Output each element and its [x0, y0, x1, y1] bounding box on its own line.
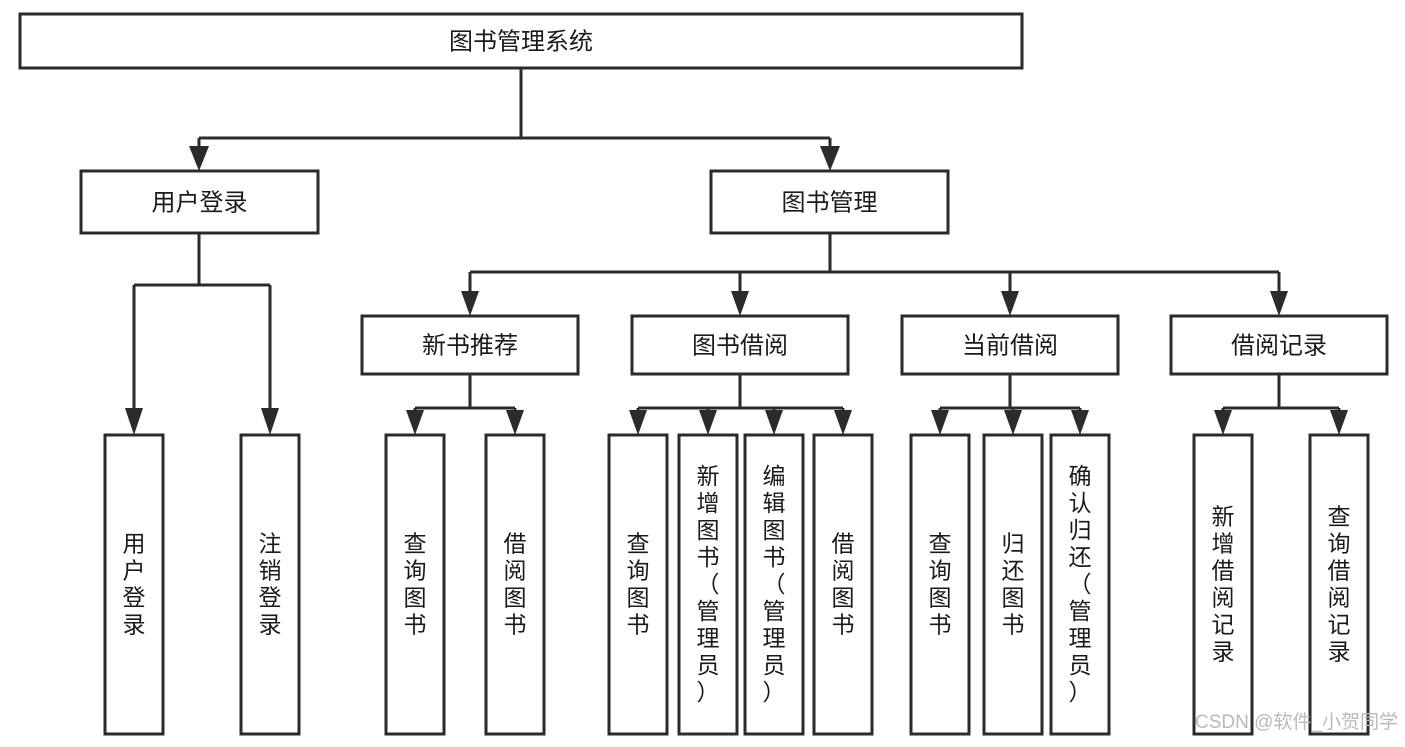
leaf-node[interactable]: 查询图书	[909, 433, 971, 736]
leaf-node-label: 查询借阅记录	[1328, 504, 1351, 665]
leaf-node-box[interactable]	[743, 433, 805, 736]
connector-group-book-borrow	[629, 374, 852, 435]
arrowhead-user-login	[189, 146, 209, 171]
leaf-node-box[interactable]	[1192, 433, 1254, 736]
node-current-borrow-box[interactable]	[900, 314, 1120, 376]
arrowhead-new-book-rec	[461, 291, 479, 316]
arrowhead-leaf-return-book	[1004, 410, 1022, 435]
leaf-node[interactable]: 注销登录	[239, 433, 301, 736]
leaf-node[interactable]: 新增图书（管理员）	[677, 433, 739, 736]
node-current-borrow[interactable]: 当前借阅	[900, 314, 1120, 376]
node-user-login-label: 用户登录	[152, 190, 248, 217]
node-book-manage[interactable]: 图书管理	[709, 169, 950, 235]
leaf-node-label: 归还图书	[1002, 531, 1025, 638]
connector-group-current-borrow	[931, 374, 1089, 435]
node-borrow-record-label: 借阅记录	[1231, 333, 1327, 360]
leaf-node[interactable]: 查询图书	[607, 433, 669, 736]
connector-group-new-book-rec	[406, 374, 524, 435]
leaf-node-label: 新增图书（管理员）	[697, 463, 720, 705]
node-new-book-rec-box[interactable]	[360, 314, 580, 376]
arrowhead-leaf-add-book	[699, 410, 717, 435]
leaf-node-label: 借阅图书	[504, 531, 527, 638]
arrowhead-leaf-query-book-3	[931, 410, 949, 435]
arrowhead-leaf-user-logout	[261, 408, 279, 435]
arrowhead-leaf-confirm-return	[1071, 410, 1089, 435]
leaf-node-box[interactable]	[103, 433, 165, 736]
node-borrow-record-box[interactable]	[1169, 314, 1389, 376]
node-book-manage-box[interactable]	[709, 169, 950, 235]
leaf-node-label: 新增借阅记录	[1212, 504, 1235, 665]
node-book-borrow-box[interactable]	[630, 314, 850, 376]
node-book-borrow-label: 图书借阅	[692, 333, 788, 360]
arrowhead-leaf-query-record	[1330, 410, 1348, 435]
arrowhead-borrow-record	[1270, 291, 1288, 316]
arrowhead-leaf-query-book-2	[629, 410, 647, 435]
leaf-node-box[interactable]	[607, 433, 669, 736]
leaf-node-box[interactable]	[484, 433, 546, 736]
leaf-node-box[interactable]	[1308, 433, 1370, 736]
connector-group-book-manage	[461, 233, 1288, 316]
leaf-node-label: 查询图书	[929, 531, 952, 638]
leaf-node[interactable]: 查询图书	[384, 433, 446, 736]
leaf-node-label: 查询图书	[404, 531, 427, 638]
leaf-node-label: 用户登录	[123, 531, 146, 638]
node-borrow-record[interactable]: 借阅记录	[1169, 314, 1389, 376]
leaf-node[interactable]: 确认归还（管理员）	[1049, 433, 1111, 736]
node-root[interactable]: 图书管理系统	[18, 12, 1024, 70]
arrowhead-leaf-borrow-book-1	[506, 410, 524, 435]
node-current-borrow-label: 当前借阅	[962, 333, 1058, 360]
leaf-node-label: 确认归还（管理员）	[1069, 463, 1092, 705]
leaf-node[interactable]: 归还图书	[982, 433, 1044, 736]
csdn-watermark: CSDN @软件_小贺同学	[1195, 711, 1398, 733]
connector-group-user-login	[125, 233, 279, 435]
node-book-borrow[interactable]: 图书借阅	[630, 314, 850, 376]
leaf-node[interactable]: 用户登录	[103, 433, 165, 736]
leaf-node[interactable]: 借阅图书	[812, 433, 874, 736]
arrowhead-leaf-borrow-book-2	[834, 410, 852, 435]
arrowhead-book-borrow	[731, 291, 749, 316]
leaf-node-box[interactable]	[909, 433, 971, 736]
leaf-node-layer: 用户登录 注销登录 查询图书 借阅图书 查询图书 新增图书（管理员） 编辑图书（管理员） 借阅…	[103, 433, 1370, 736]
leaf-node[interactable]: 编辑图书（管理员）	[743, 433, 805, 736]
node-user-login-box[interactable]	[79, 169, 320, 235]
leaf-node[interactable]: 新增借阅记录	[1192, 433, 1254, 736]
node-book-manage-label: 图书管理	[782, 190, 878, 217]
connector-group-borrow-record	[1214, 374, 1348, 435]
leaf-node-box[interactable]	[982, 433, 1044, 736]
leaf-node-label: 查询图书	[627, 531, 650, 638]
node-new-book-rec-label: 新书推荐	[422, 333, 518, 360]
arrowhead-leaf-user-login	[125, 408, 143, 435]
leaf-node-label: 编辑图书（管理员）	[763, 463, 786, 705]
leaf-node-label: 借阅图书	[832, 531, 855, 638]
node-root-label: 图书管理系统	[449, 29, 593, 56]
connector-group-root	[189, 68, 840, 171]
node-root-box[interactable]	[18, 12, 1024, 70]
node-user-login[interactable]: 用户登录	[79, 169, 320, 235]
arrowhead-leaf-query-book-1	[406, 410, 424, 435]
leaf-node-box[interactable]	[812, 433, 874, 736]
arrowhead-leaf-edit-book	[765, 410, 783, 435]
leaf-node-box[interactable]	[384, 433, 446, 736]
arrowhead-book-manage	[820, 146, 840, 171]
node-new-book-rec[interactable]: 新书推荐	[360, 314, 580, 376]
leaf-node[interactable]: 借阅图书	[484, 433, 546, 736]
leaf-node-box[interactable]	[1049, 433, 1111, 736]
arrowhead-current-borrow	[1001, 291, 1019, 316]
leaf-node-label: 注销登录	[259, 531, 282, 638]
arrowhead-leaf-add-record	[1214, 410, 1232, 435]
leaf-node-box[interactable]	[239, 433, 301, 736]
leaf-node[interactable]: 查询借阅记录	[1308, 433, 1370, 736]
leaf-node-box[interactable]	[677, 433, 739, 736]
